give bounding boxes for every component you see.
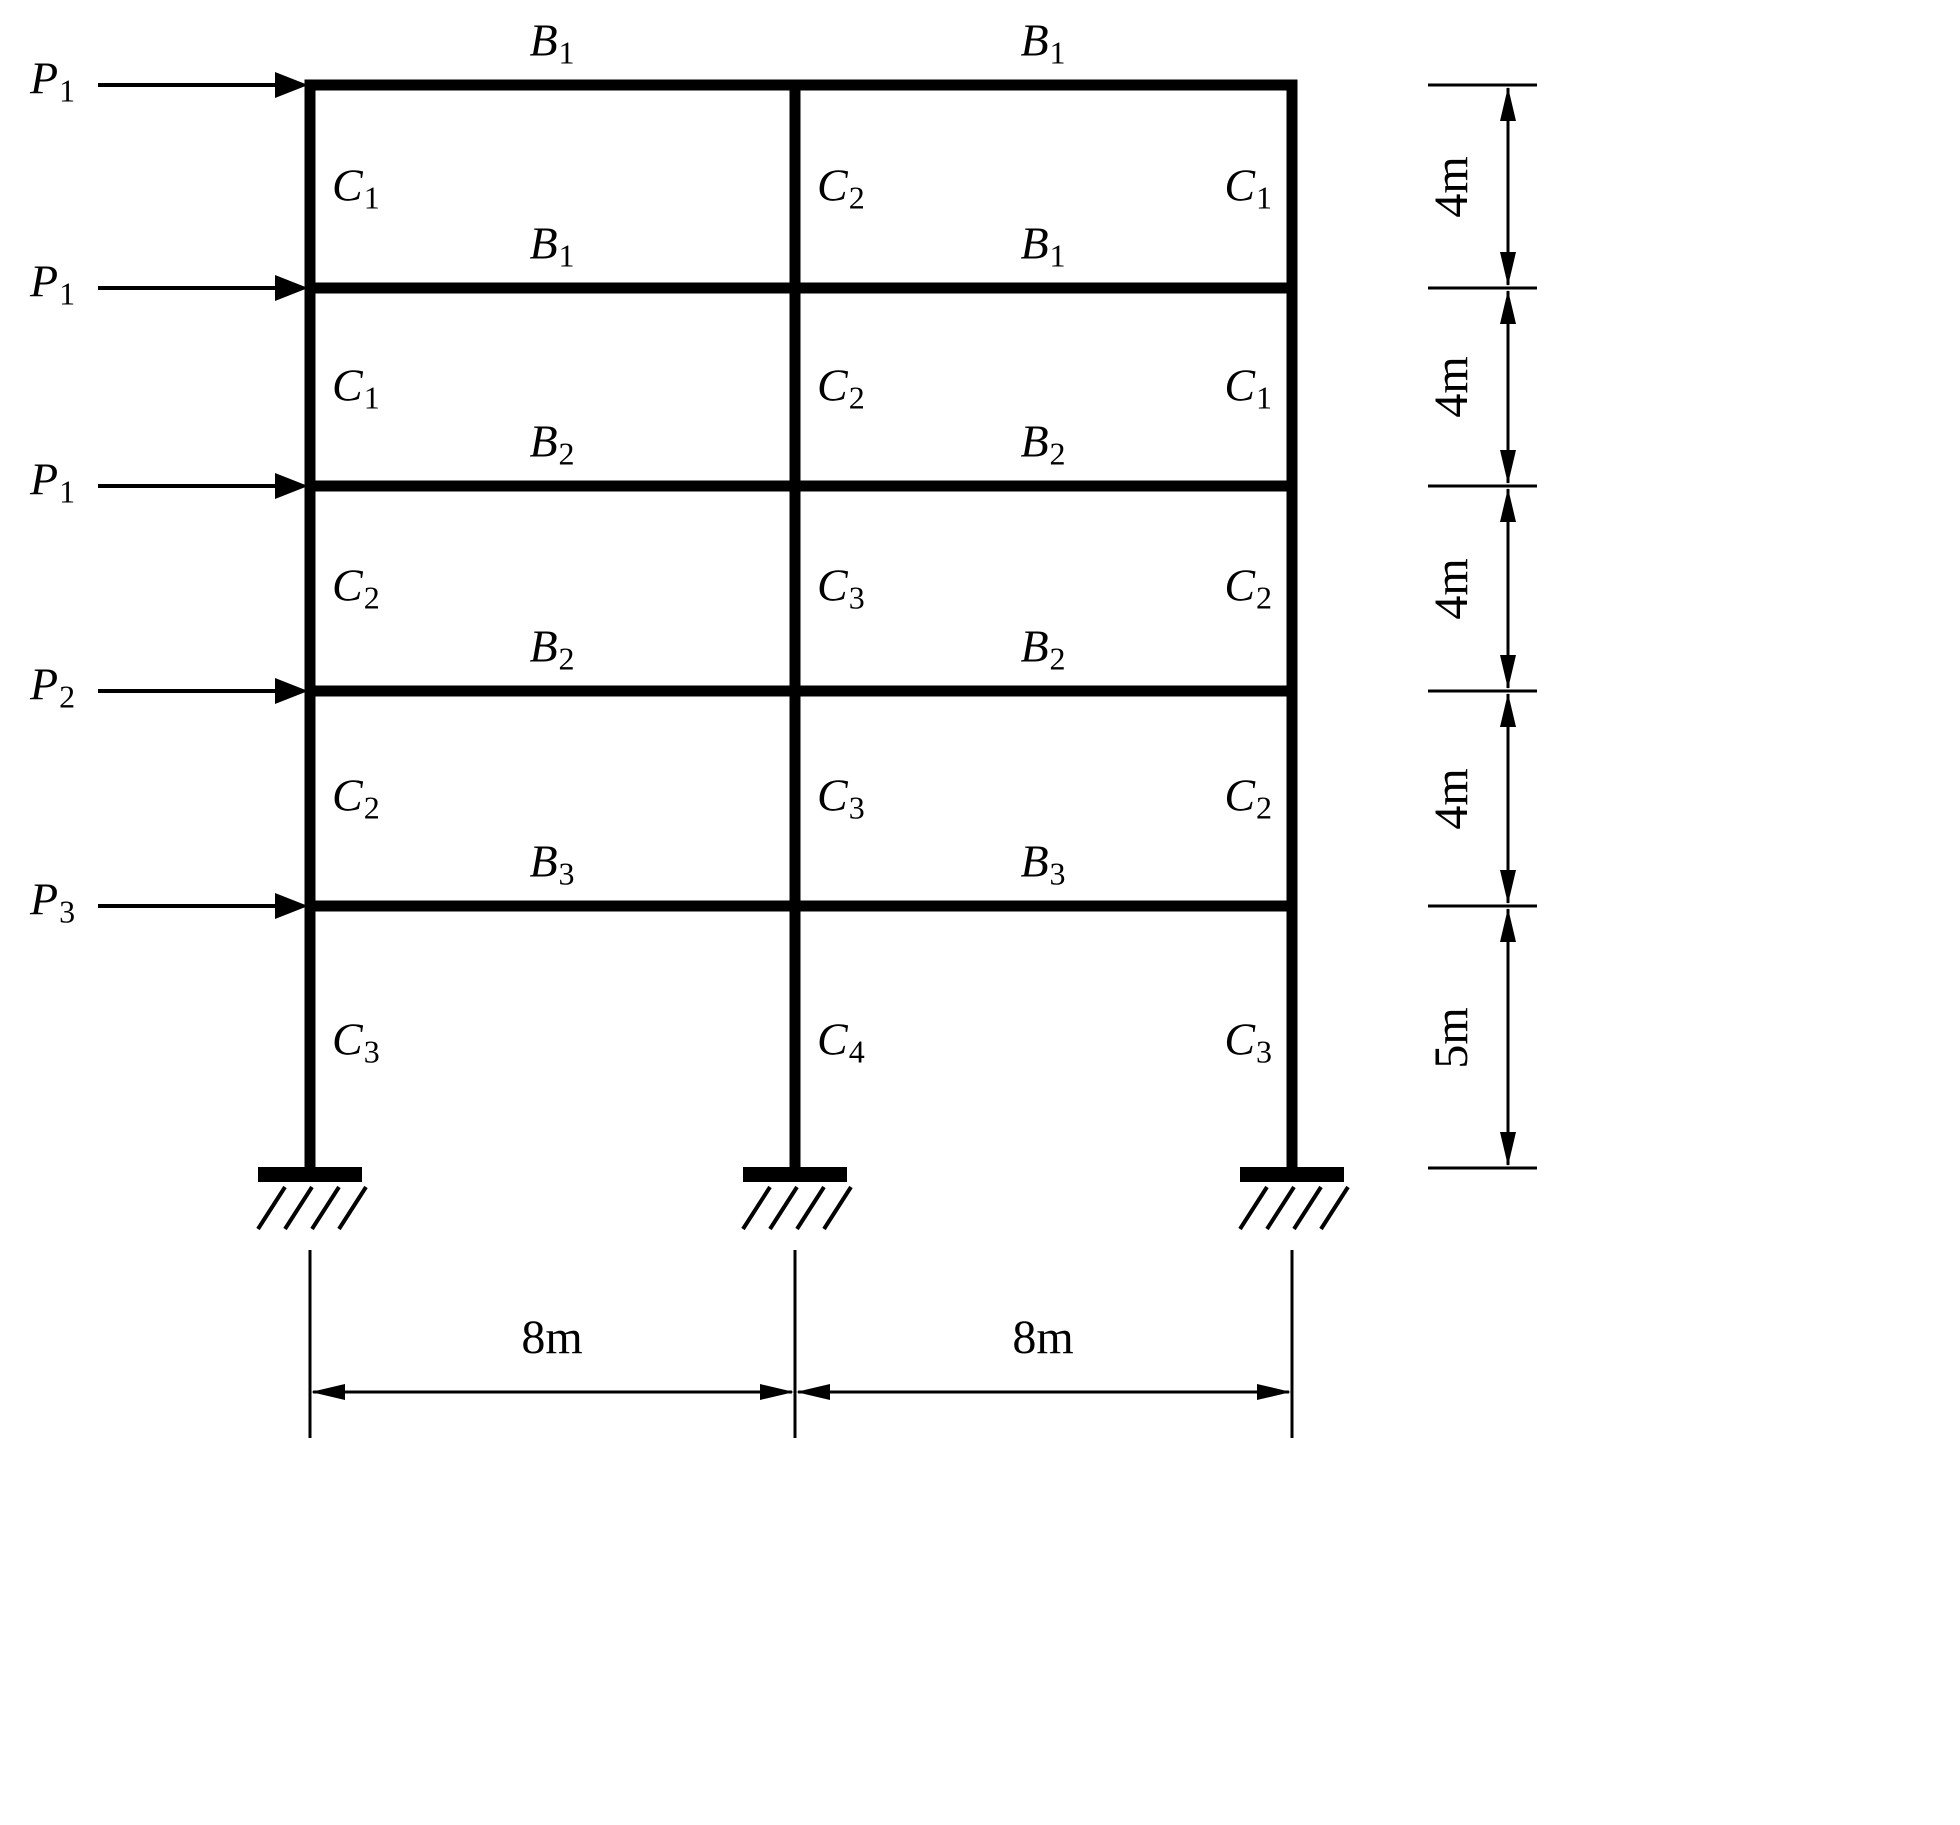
dim-arrow-up — [1500, 693, 1516, 727]
load-label-floor-1: P3 — [30, 873, 76, 930]
beam-label-floor1-right: B3 — [1020, 835, 1066, 892]
dim-arrow-down — [1500, 870, 1516, 904]
column-label-story2-left: C2 — [332, 769, 380, 826]
load-arrow-floor-2 — [98, 678, 308, 704]
load-arrow-floor-3 — [98, 473, 308, 499]
vertical-dimension-chain — [1428, 83, 1537, 1170]
ground-hatching-right — [1238, 1185, 1350, 1231]
dimension-label-story4: 4m — [1425, 356, 1478, 418]
column-label-story2-middle: C3 — [817, 769, 865, 826]
load-subscript: 2 — [59, 678, 76, 715]
ground-hatching-left — [256, 1185, 368, 1231]
beam-label-floor3-right: B2 — [1020, 415, 1066, 472]
load-symbol: P — [30, 255, 59, 307]
dimension-label-story1: 5m — [1425, 1007, 1478, 1069]
dim-arrow-up — [1500, 908, 1516, 942]
column-label-story4-left: C1 — [332, 359, 380, 416]
load-arrowhead — [275, 72, 308, 98]
dim-arrow-down — [1500, 1132, 1516, 1166]
beam-label-roof-right: B1 — [1020, 14, 1066, 71]
load-arrow-roof — [98, 72, 308, 98]
column-label-story2-right: C2 — [1224, 769, 1272, 826]
dim-arrow-down — [1500, 450, 1516, 484]
beam-label-floor2-right: B2 — [1020, 620, 1066, 677]
beam-label-floor1-left: B3 — [529, 835, 575, 892]
column-label-story1-left: C3 — [332, 1013, 380, 1070]
column-label-story3-right: C2 — [1224, 559, 1272, 616]
column-label-story1-middle: C4 — [817, 1013, 865, 1070]
dim-arrow-up — [1500, 290, 1516, 324]
load-symbol: P — [30, 873, 59, 925]
column-label-story3-left: C2 — [332, 559, 380, 616]
column-label-story3-middle: C3 — [817, 559, 865, 616]
column-label-story1-right: C3 — [1224, 1013, 1272, 1070]
horizontal-dimension-chain — [308, 1250, 1294, 1438]
load-subscript: 1 — [59, 275, 76, 312]
support-pad-middle — [743, 1167, 847, 1182]
load-subscript: 3 — [59, 893, 76, 930]
dimension-label-story5: 4m — [1425, 156, 1478, 218]
load-symbol: P — [30, 658, 59, 710]
dim-arrow-down — [1500, 655, 1516, 689]
load-label-floor-2: P2 — [30, 658, 76, 715]
beam-label-floor3-left: B2 — [529, 415, 575, 472]
dim-arrow-left — [796, 1384, 830, 1400]
load-arrow-floor-1 — [98, 893, 308, 919]
dimension-label-bay1: 8m — [521, 1311, 583, 1364]
load-label-floor-4: P1 — [30, 255, 76, 312]
load-label-floor-3: P1 — [30, 453, 76, 510]
support-pad-left — [258, 1167, 362, 1182]
load-arrowhead — [275, 678, 308, 704]
load-subscript: 1 — [59, 473, 76, 510]
dim-arrow-left — [311, 1384, 345, 1400]
beam-label-floor4-right: B1 — [1020, 217, 1066, 274]
load-arrowhead — [275, 275, 308, 301]
dim-arrow-right — [1257, 1384, 1291, 1400]
column-label-story5-middle: C2 — [817, 159, 865, 216]
dimension-label-bay2: 8m — [1012, 1311, 1074, 1364]
load-arrowhead — [275, 473, 308, 499]
load-symbol: P — [30, 453, 59, 505]
load-arrows — [98, 72, 308, 919]
column-label-story5-right: C1 — [1224, 159, 1272, 216]
load-subscript: 1 — [59, 72, 76, 109]
dim-arrow-up — [1500, 488, 1516, 522]
load-arrowhead — [275, 893, 308, 919]
load-arrow-floor-4 — [98, 275, 308, 301]
beam-label-floor2-left: B2 — [529, 620, 575, 677]
dim-arrow-right — [760, 1384, 794, 1400]
ground-hatching-middle — [741, 1185, 853, 1231]
support-pad-right — [1240, 1167, 1344, 1182]
dimension-label-story2: 4m — [1425, 768, 1478, 830]
load-label-roof: P1 — [30, 52, 76, 109]
column-label-story5-left: C1 — [332, 159, 380, 216]
column-label-story4-middle: C2 — [817, 359, 865, 416]
frame-structure — [304, 79, 1298, 1173]
dim-arrow-down — [1500, 252, 1516, 286]
column-label-story4-right: C1 — [1224, 359, 1272, 416]
dim-arrow-up — [1500, 87, 1516, 121]
beam-label-floor4-left: B1 — [529, 217, 575, 274]
load-symbol: P — [30, 52, 59, 104]
fixed-supports — [256, 1167, 1350, 1231]
dimension-label-story3: 4m — [1425, 558, 1478, 620]
beam-label-roof-left: B1 — [529, 14, 575, 71]
